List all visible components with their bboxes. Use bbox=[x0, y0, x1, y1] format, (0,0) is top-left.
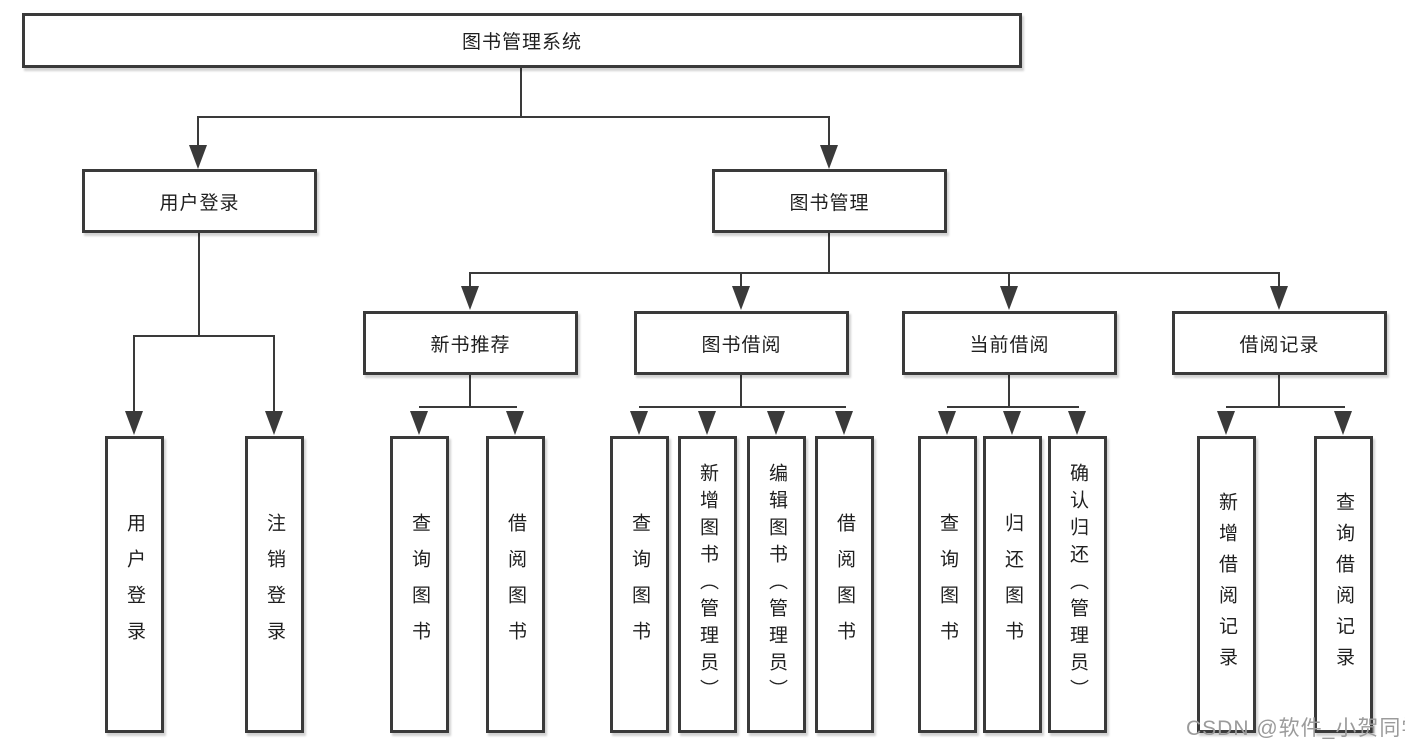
connector-records-drop bbox=[1278, 272, 1280, 288]
connector-user-leaf2-drop bbox=[273, 335, 275, 412]
leaf-logout-label: 注销登录 bbox=[264, 512, 285, 657]
leaf-borrow-add-admin: 新增图书（管理员） bbox=[678, 436, 737, 733]
leaf-current-return: 归还图书 bbox=[983, 436, 1042, 733]
connector-user-leaf1-drop bbox=[133, 335, 135, 412]
connector-records-split bbox=[1226, 406, 1345, 408]
node-borrowing-records: 借阅记录 bbox=[1172, 311, 1387, 375]
node-root-label: 图书管理系统 bbox=[461, 32, 582, 53]
leaf-records-query: 查询借阅记录 bbox=[1314, 436, 1373, 733]
connector-borrow-split bbox=[639, 406, 846, 408]
leaf-borrow-borrow-label: 借阅图书 bbox=[834, 512, 855, 657]
leaf-user-login: 用户登录 bbox=[105, 436, 164, 733]
leaf-records-query-label: 查询借阅记录 bbox=[1333, 491, 1354, 678]
connector-records-stem bbox=[1278, 374, 1280, 408]
node-borrowing-records-label: 借阅记录 bbox=[1239, 334, 1320, 356]
connector-borrow-drop bbox=[740, 272, 742, 288]
arrowhead-borrow-leaf3 bbox=[767, 411, 785, 435]
leaf-current-return-label: 归还图书 bbox=[1002, 512, 1023, 657]
connector-level1-split bbox=[197, 116, 830, 118]
connector-newbook-stem bbox=[469, 374, 471, 408]
leaf-borrow-edit-admin: 编辑图书（管理员） bbox=[747, 436, 806, 733]
leaf-records-add-label: 新增借阅记录 bbox=[1216, 491, 1237, 678]
node-book-borrowing: 图书借阅 bbox=[634, 311, 849, 375]
connector-newbook-split bbox=[419, 406, 517, 408]
arrowhead-current-leaf2 bbox=[1003, 411, 1021, 435]
node-new-book-recommend-label: 新书推荐 bbox=[430, 334, 511, 356]
arrowhead-current-leaf3 bbox=[1068, 411, 1086, 435]
watermark: CSDN @软件_小贺同学 bbox=[1186, 717, 1405, 740]
connector-user-drop bbox=[197, 116, 199, 148]
node-book-management-label: 图书管理 bbox=[789, 192, 870, 214]
node-root: 图书管理系统 bbox=[22, 13, 1022, 68]
leaf-newbook-borrow-label: 借阅图书 bbox=[505, 512, 526, 657]
arrowhead-current-leaf1 bbox=[938, 411, 956, 435]
leaf-borrow-borrow: 借阅图书 bbox=[815, 436, 874, 733]
arrowhead-borrow-leaf4 bbox=[835, 411, 853, 435]
arrowhead-borrow bbox=[732, 286, 750, 310]
connector-user-stem bbox=[198, 232, 200, 337]
node-book-management: 图书管理 bbox=[712, 169, 947, 233]
arrowhead-borrow-leaf2 bbox=[698, 411, 716, 435]
leaf-newbook-borrow: 借阅图书 bbox=[486, 436, 545, 733]
node-user-login-group-label: 用户登录 bbox=[159, 192, 240, 214]
arrowhead-current bbox=[1000, 286, 1018, 310]
leaf-current-query: 查询图书 bbox=[918, 436, 977, 733]
node-current-borrowing: 当前借阅 bbox=[902, 311, 1117, 375]
arrowhead-newbook-leaf1 bbox=[410, 411, 428, 435]
leaf-logout: 注销登录 bbox=[245, 436, 304, 733]
node-user-login-group: 用户登录 bbox=[82, 169, 317, 233]
connector-root-stem bbox=[520, 66, 522, 118]
node-new-book-recommend: 新书推荐 bbox=[363, 311, 578, 375]
leaf-borrow-query-label: 查询图书 bbox=[629, 512, 650, 657]
arrowhead-borrow-leaf1 bbox=[630, 411, 648, 435]
connector-current-drop bbox=[1008, 272, 1010, 288]
connector-borrow-stem bbox=[740, 374, 742, 408]
arrowhead-user bbox=[189, 145, 207, 169]
connector-current-split bbox=[947, 406, 1079, 408]
node-book-borrowing-label: 图书借阅 bbox=[701, 334, 782, 356]
connector-book-drop bbox=[828, 116, 830, 148]
connector-newbook-drop bbox=[469, 272, 471, 288]
arrowhead-newbook-leaf2 bbox=[506, 411, 524, 435]
leaf-current-query-label: 查询图书 bbox=[937, 512, 958, 657]
arrowhead-book bbox=[820, 145, 838, 169]
leaf-borrow-edit-admin-label: 编辑图书（管理员） bbox=[766, 463, 787, 706]
connector-book-stem bbox=[828, 232, 830, 274]
arrowhead-newbook bbox=[461, 286, 479, 310]
connector-book-split bbox=[469, 272, 1280, 274]
arrowhead-records-leaf1 bbox=[1217, 411, 1235, 435]
arrowhead-user-leaf2 bbox=[265, 411, 283, 435]
leaf-user-login-label: 用户登录 bbox=[124, 512, 145, 657]
arrowhead-records-leaf2 bbox=[1334, 411, 1352, 435]
leaf-records-add: 新增借阅记录 bbox=[1197, 436, 1256, 733]
leaf-current-confirm-return-admin-label: 确认归还（管理员） bbox=[1067, 463, 1088, 706]
arrowhead-records bbox=[1270, 286, 1288, 310]
connector-current-stem bbox=[1008, 374, 1010, 408]
leaf-borrow-query: 查询图书 bbox=[610, 436, 669, 733]
leaf-borrow-add-admin-label: 新增图书（管理员） bbox=[697, 463, 718, 706]
leaf-newbook-query: 查询图书 bbox=[390, 436, 449, 733]
node-current-borrowing-label: 当前借阅 bbox=[969, 334, 1050, 356]
leaf-newbook-query-label: 查询图书 bbox=[409, 512, 430, 657]
leaf-current-confirm-return-admin: 确认归还（管理员） bbox=[1048, 436, 1107, 733]
arrowhead-user-leaf1 bbox=[125, 411, 143, 435]
connector-user-split bbox=[133, 335, 275, 337]
